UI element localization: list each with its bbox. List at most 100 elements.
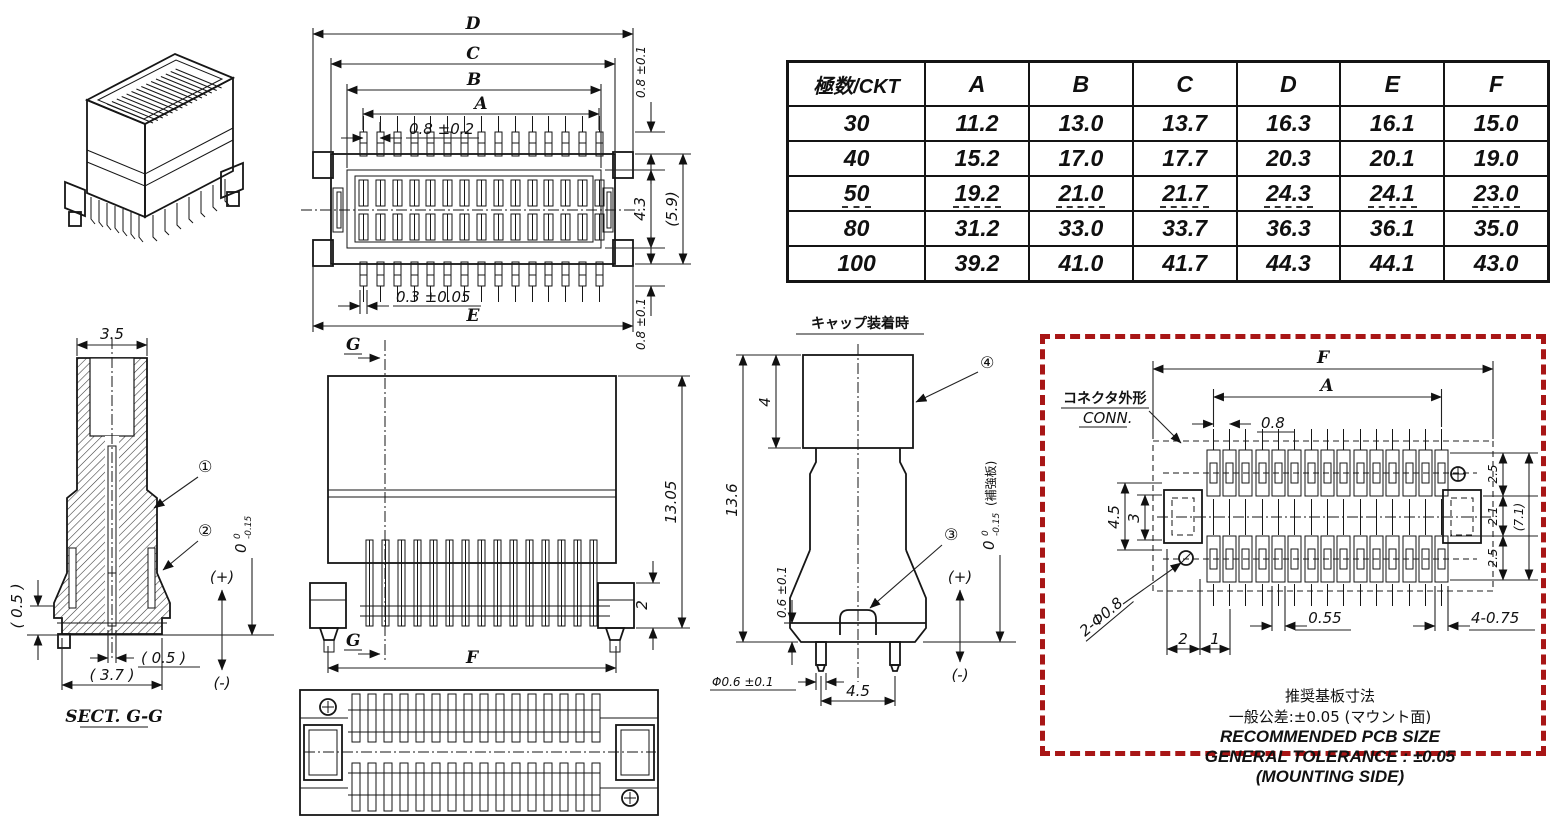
section-title: SECT. G-G <box>65 707 162 727</box>
dim-base-width: ( 3.7 ) <box>89 666 134 684</box>
dim-pitch: 0.8 <box>1261 414 1285 432</box>
dim-pad-width: 0.55 <box>1308 609 1341 627</box>
dim-left-h1: 4.5 <box>1105 505 1123 529</box>
dim-seat-height: 0.6 ±0.1 <box>775 566 789 618</box>
top-view-body <box>301 151 641 267</box>
dim-inner-height: 4.3 <box>631 197 649 221</box>
isometric-body <box>84 53 236 219</box>
dim-lead-width: 0.3 ±0.05 <box>396 288 471 306</box>
cell: 30 <box>786 105 927 142</box>
cap-attached-view: キャップ装着時 4 13.6 0.6 ±0.1 Φ0.6 ±0.1 4.5 ④ … <box>710 315 1016 706</box>
cell: 19.0 <box>1443 140 1550 177</box>
dim-standoff: 2 <box>633 600 651 610</box>
pcb-layout-view: F A 0.8 4.5 3 2.5 2.1 2.5 (7.1) 0. <box>1061 348 1538 655</box>
section-arrow-g-top: G <box>346 335 361 355</box>
dim-right-h2: 2.1 <box>1486 506 1500 525</box>
recommended-pcb-panel: F A 0.8 4.5 3 2.5 2.1 2.5 (7.1) 0. <box>1040 334 1546 786</box>
cell: 21.7 <box>1131 175 1238 212</box>
cap-view-title: キャップ装着時 <box>811 315 909 332</box>
cap-dimensions: 4 13.6 0.6 ±0.1 Φ0.6 ±0.1 4.5 ④ ③ (+) (-… <box>710 353 1016 706</box>
cell: 17.7 <box>1131 140 1238 177</box>
dim-d: D <box>465 14 481 34</box>
dim-height: 13.05 <box>662 481 680 524</box>
dim-step-height: ( 0.5 ) <box>8 583 26 628</box>
col-header-c: C <box>1131 60 1238 107</box>
cell: 40 <box>786 140 927 177</box>
section-body <box>27 338 274 658</box>
cell: 50 <box>786 175 927 212</box>
dim-top-width: 3.5 <box>100 325 124 343</box>
dim-a: A <box>1318 376 1333 396</box>
cell: 36.3 <box>1235 210 1342 247</box>
dim-b: B <box>466 70 481 90</box>
note-jp1: 推奨基板寸法 <box>1284 687 1375 705</box>
top-view-dimensions: D C B A 0.8 ±0.2 0.3 ±0.05 E 0.8 ±0.1 4.… <box>312 14 691 350</box>
svg-text:2-Φ0.8: 2-Φ0.8 <box>1076 594 1126 640</box>
cell: 100 <box>786 245 927 283</box>
pcb-notes: 推奨基板寸法 一般公差:±0.05 (マウント面) RECOMMENDED PC… <box>1130 685 1530 787</box>
dim-f: F <box>1316 348 1331 368</box>
dim-end-pads: 4-0.75 <box>1471 609 1519 627</box>
minus-direction: (-) <box>213 674 230 692</box>
conn-outline-label-en: CONN. <box>1083 409 1133 427</box>
callout-3: ③ <box>944 525 958 544</box>
svg-text:(補強板): (補強板) <box>984 461 998 506</box>
cell: 33.7 <box>1131 210 1238 247</box>
cell: 16.3 <box>1235 105 1342 142</box>
side-body <box>309 340 635 660</box>
dim-cap-height: 4 <box>756 397 774 407</box>
cell: 20.1 <box>1339 140 1446 177</box>
dim-c: C <box>466 44 480 64</box>
top-view-contacts <box>358 179 605 241</box>
cell: 33.0 <box>1027 210 1134 247</box>
minus-direction: (-) <box>951 666 968 684</box>
dim-pin-diameter: Φ0.6 ±0.1 <box>712 675 773 689</box>
isometric-legs <box>64 161 244 243</box>
svg-text:0: 0 <box>232 543 250 553</box>
dim-f: F <box>465 648 480 668</box>
cell: 44.3 <box>1235 245 1342 283</box>
callout-2: ② <box>198 521 212 540</box>
dim-pin-span: 4.5 <box>846 682 870 700</box>
conn-outline-label-jp: コネクタ外形 <box>1063 390 1146 407</box>
top-plan-view: D C B A 0.8 ±0.2 0.3 ±0.05 E 0.8 ±0.1 4.… <box>301 14 691 350</box>
cell: 39.2 <box>924 245 1030 283</box>
note-jp2: 一般公差:±0.05 (マウント面) <box>1228 708 1432 726</box>
note-en1: RECOMMENDED PCB SIZE <box>1219 727 1441 746</box>
tolerance-label: 0 0 -0.15 (補強板) <box>980 461 1002 550</box>
dim-tip-bottom: 0.8 ±0.1 <box>634 298 648 350</box>
cell: 24.1 <box>1339 175 1446 212</box>
note-en2: GENERAL TOLERANCE : ±0.05 <box>1204 747 1456 766</box>
cell: 20.3 <box>1235 140 1342 177</box>
pcb-pads <box>1152 429 1494 606</box>
section-arrow-g-bottom: G <box>346 631 361 651</box>
cell: 19.2 <box>924 175 1030 212</box>
plus-direction: (+) <box>210 568 234 586</box>
col-header-e: E <box>1339 60 1446 107</box>
reinforcement-clip <box>839 609 877 635</box>
dim-pitch: 0.8 ±0.2 <box>409 120 474 138</box>
callout-1: ① <box>198 457 212 476</box>
dim-off2: 1 <box>1210 630 1220 648</box>
top-view-pins <box>359 116 604 302</box>
dim-pin-width: ( 0.5 ) <box>141 649 186 667</box>
bottom-body <box>299 689 659 816</box>
cell: 24.3 <box>1235 175 1342 212</box>
dim-right-h3: 2.5 <box>1486 548 1500 567</box>
cell: 44.1 <box>1339 245 1446 283</box>
cell: 16.1 <box>1339 105 1446 142</box>
cell: 23.0 <box>1443 175 1550 212</box>
cell: 43.0 <box>1443 245 1550 283</box>
pcb-dimensions: F A 0.8 4.5 3 2.5 2.1 2.5 (7.1) 0. <box>1061 348 1538 655</box>
dim-holes-label: 2-Φ0.8 <box>1076 594 1134 642</box>
side-view: G G F 13.05 2 <box>309 335 690 673</box>
cell: 36.1 <box>1339 210 1446 247</box>
cell: 31.2 <box>924 210 1030 247</box>
col-header-ckt: 極数/CKT <box>786 60 927 107</box>
cap-body <box>789 344 927 682</box>
